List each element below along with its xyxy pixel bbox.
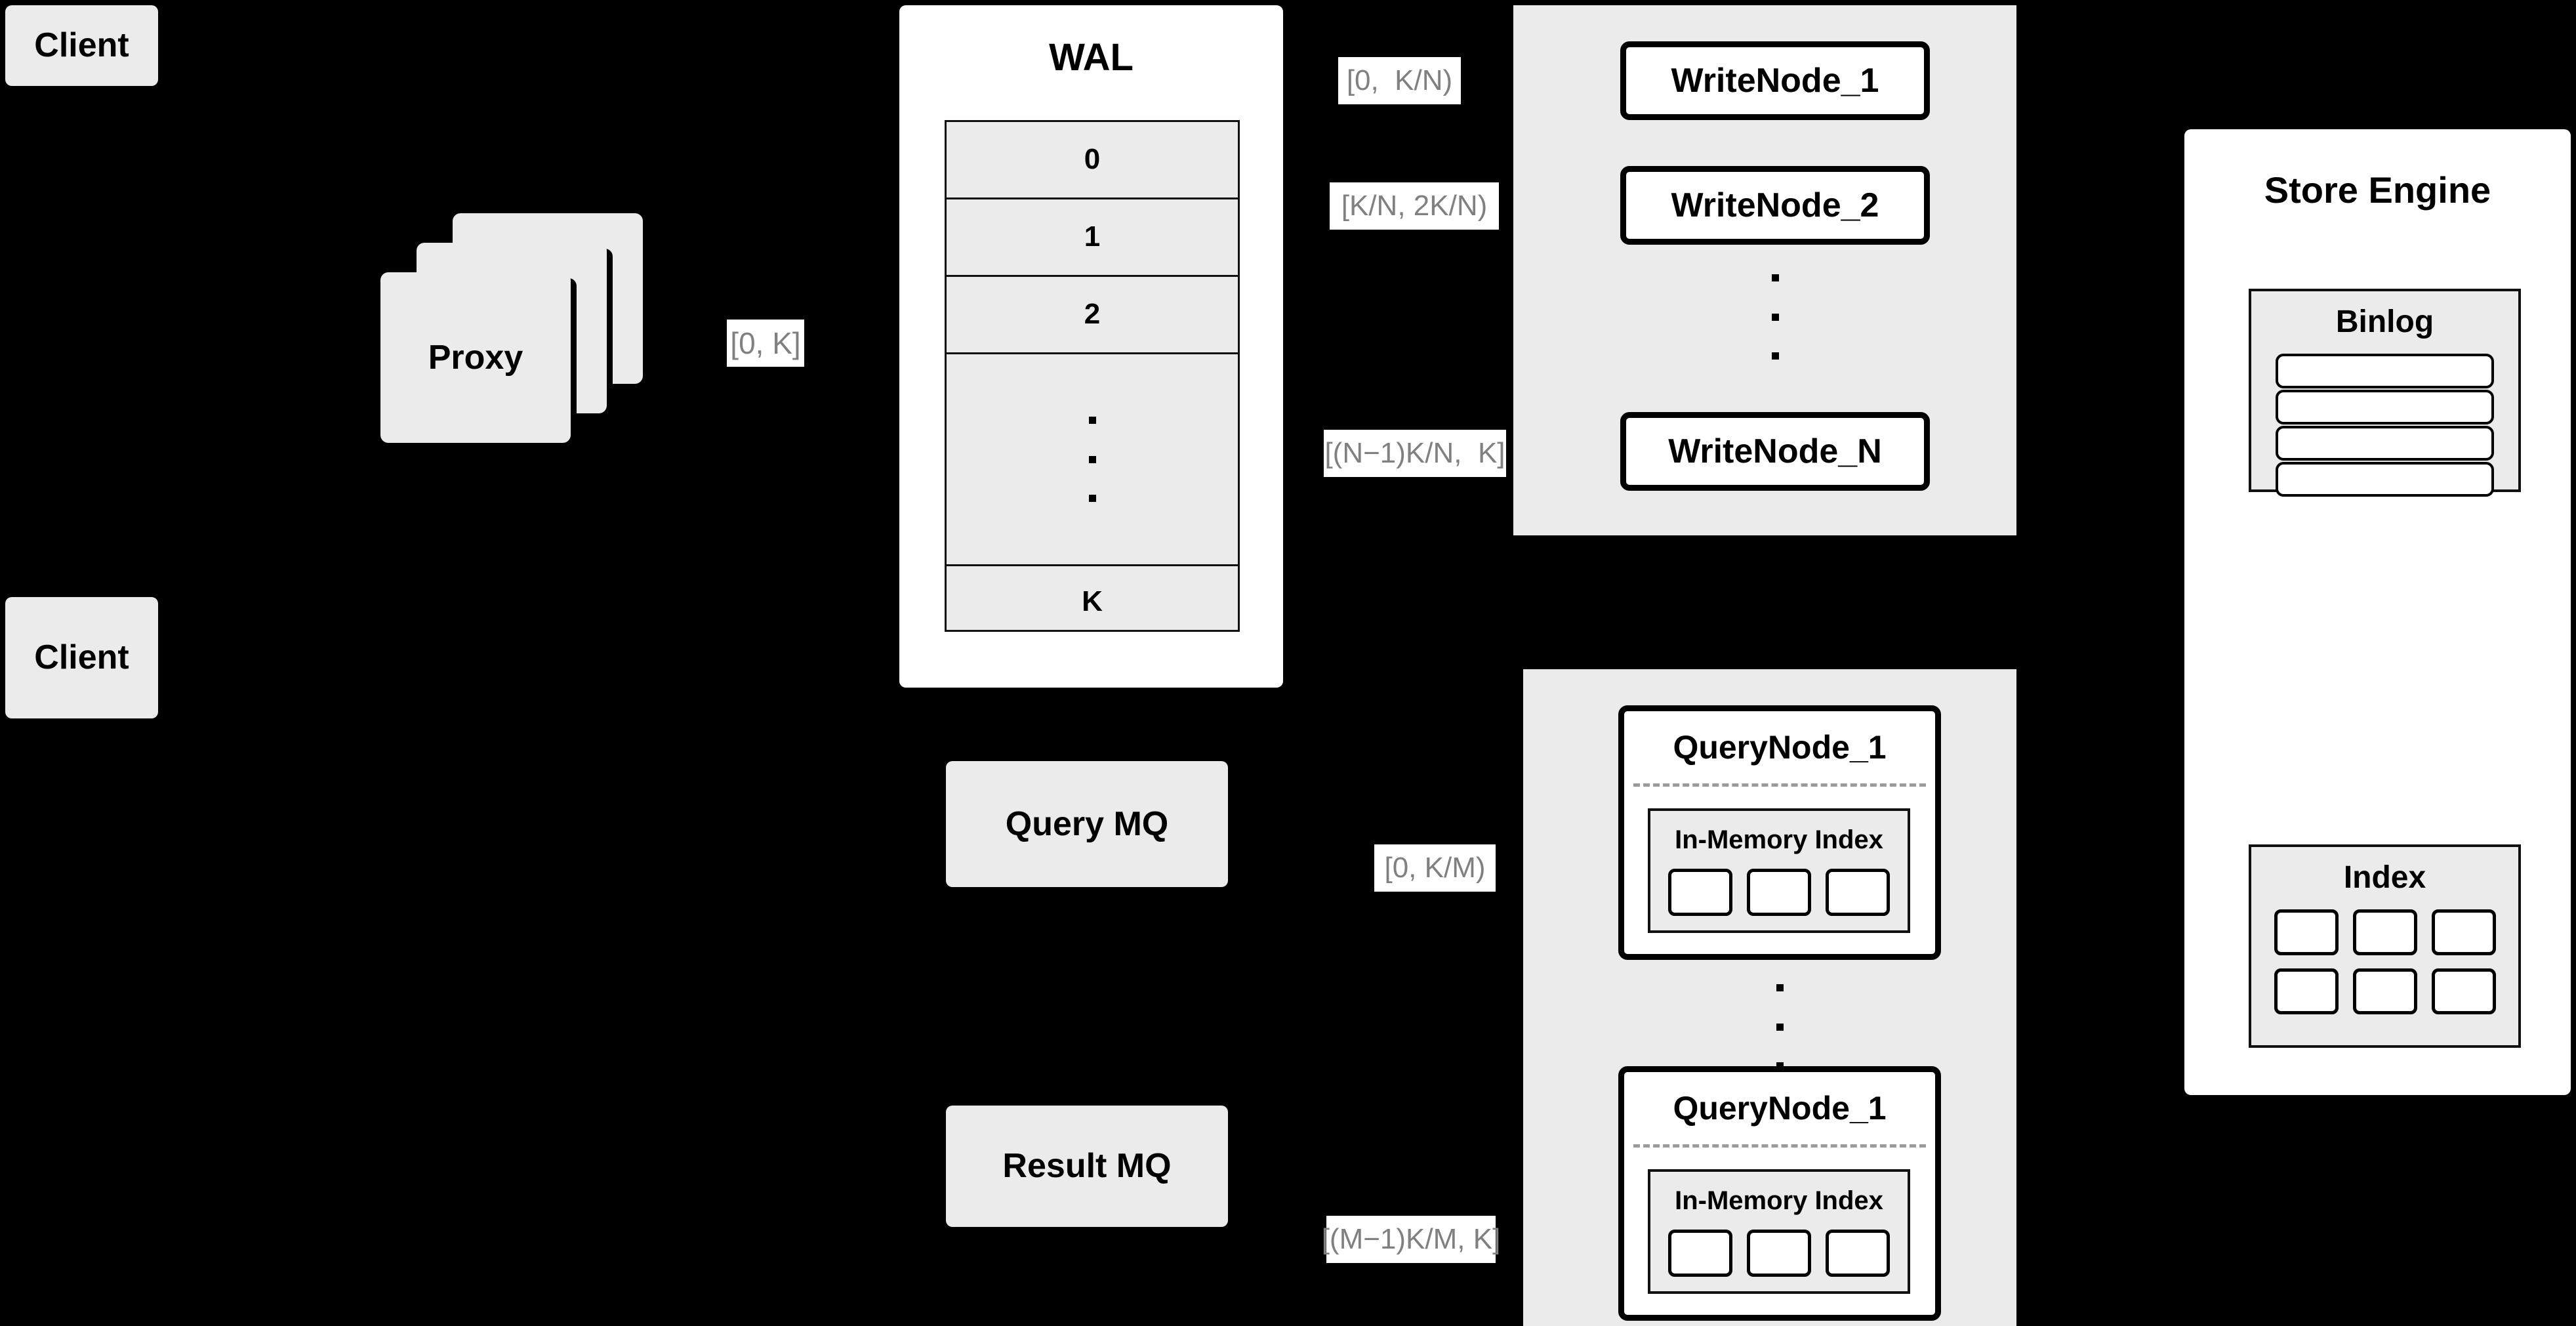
query-node-1-memory-index: In-Memory Index [1648, 808, 1910, 933]
write-node-cluster: WriteNode_1 WriteNode_2 WriteNode_N [1513, 5, 2016, 535]
write-range-label-1: [0, K/N) [1338, 57, 1461, 104]
index-cell[interactable] [2352, 968, 2417, 1014]
proxy-stack[interactable]: Proxy [380, 213, 669, 443]
write-range-label-n: [(N−1)K/N, K] [1324, 430, 1506, 477]
client-node-2[interactable]: Client [5, 597, 158, 718]
index-title-label: Index [2343, 860, 2426, 896]
binlog-row[interactable] [2276, 426, 2494, 461]
write-range-label-2: [K/N, 2K/N) [1330, 182, 1499, 230]
client-node-2-label: Client [34, 638, 129, 677]
query-range-text-m: [(M−1)K/M, K] [1321, 1223, 1501, 1255]
wal-segment-ellipsis [947, 354, 1238, 566]
client-node-1-label: Client [34, 26, 129, 65]
query-node-m-label: QueryNode_1 [1673, 1089, 1887, 1127]
query-node-1-index-cell[interactable] [1826, 869, 1890, 916]
index-cell[interactable] [2274, 909, 2339, 955]
wal-segment-0-label: 0 [1084, 143, 1101, 176]
index-cell[interactable] [2352, 909, 2417, 955]
write-range-text-2: [K/N, 2K/N) [1341, 190, 1488, 222]
wal-segment-k-label: K [1082, 585, 1103, 618]
query-node-1-index-title-label: In-Memory Index [1675, 825, 1883, 854]
query-cluster-ellipsis-dots [1775, 984, 1784, 1069]
binlog-row[interactable] [2276, 462, 2494, 497]
query-mq-label: Query MQ [1005, 804, 1169, 843]
client-node-1[interactable]: Client [5, 5, 158, 86]
wal-segment-k[interactable]: K [947, 566, 1238, 638]
binlog-row[interactable] [2276, 354, 2494, 388]
write-range-text-n: [(N−1)K/N, K] [1324, 437, 1505, 469]
write-cluster-ellipsis-dots [1770, 274, 1780, 360]
index-cell[interactable] [2431, 909, 2496, 955]
query-node-m-title: QueryNode_1 [1624, 1072, 1935, 1144]
query-node-1[interactable]: QueryNode_1 In-Memory Index [1618, 705, 1941, 960]
write-node-1[interactable]: WriteNode_1 [1620, 41, 1930, 120]
query-node-m-memory-index: In-Memory Index [1648, 1169, 1910, 1294]
wal-segment-2[interactable]: 2 [947, 277, 1238, 354]
query-node-1-index-cell[interactable] [1747, 869, 1811, 916]
query-node-1-divider [1633, 783, 1926, 787]
write-node-2-label: WriteNode_2 [1671, 186, 1879, 224]
proxy-range-text: [0, K] [730, 326, 801, 360]
query-node-1-label: QueryNode_1 [1673, 728, 1887, 766]
store-engine-title-label: Store Engine [2264, 169, 2491, 211]
index-box: Index [2249, 844, 2521, 1048]
query-node-1-title: QueryNode_1 [1624, 711, 1935, 783]
binlog-title: Binlog [2251, 291, 2518, 354]
query-node-1-index-title: In-Memory Index [1650, 811, 1908, 869]
store-engine-panel: Store Engine Binlog Index [2184, 129, 2571, 1095]
wal-segment-2-label: 2 [1084, 298, 1101, 331]
query-node-m-index-cell[interactable] [1747, 1230, 1811, 1277]
query-node-cluster: QueryNode_1 In-Memory Index QueryNode_1 [1523, 669, 2016, 1326]
query-range-text-1: [0, K/M) [1384, 852, 1486, 884]
index-cell[interactable] [2431, 968, 2496, 1014]
index-title: Index [2251, 847, 2518, 909]
wal-title-label: WAL [1049, 35, 1134, 79]
write-node-n[interactable]: WriteNode_N [1620, 412, 1930, 491]
result-mq-node[interactable]: Result MQ [946, 1106, 1228, 1227]
query-node-m-index-title-label: In-Memory Index [1675, 1186, 1883, 1215]
wal-segment-1-label: 1 [1084, 220, 1101, 253]
query-node-m[interactable]: QueryNode_1 In-Memory Index [1618, 1066, 1941, 1321]
query-node-m-index-title: In-Memory Index [1650, 1172, 1908, 1230]
proxy-label: Proxy [428, 338, 523, 377]
wal-ellipsis-dots [1088, 417, 1096, 502]
wal-segment-1[interactable]: 1 [947, 199, 1238, 277]
proxy-card-front[interactable]: Proxy [380, 272, 571, 443]
query-range-label-m: [(M−1)K/M, K] [1322, 1216, 1500, 1263]
query-mq-node[interactable]: Query MQ [946, 761, 1228, 887]
wal-panel: WAL 0 1 2 K [899, 5, 1283, 688]
index-cell[interactable] [2274, 968, 2339, 1014]
write-node-2[interactable]: WriteNode_2 [1620, 166, 1930, 245]
query-node-m-index-cell[interactable] [1826, 1230, 1890, 1277]
store-engine-title: Store Engine [2184, 167, 2571, 213]
write-node-n-label: WriteNode_N [1668, 432, 1882, 470]
wal-segment-list: 0 1 2 K [945, 120, 1240, 632]
query-range-label-1: [0, K/M) [1374, 844, 1496, 892]
query-node-m-index-cell[interactable] [1668, 1230, 1732, 1277]
wal-segment-0[interactable]: 0 [947, 122, 1238, 199]
query-node-1-index-cell[interactable] [1668, 869, 1732, 916]
wal-title: WAL [899, 35, 1283, 81]
binlog-title-label: Binlog [2335, 304, 2434, 340]
write-range-text-1: [0, K/N) [1346, 64, 1453, 96]
write-node-1-label: WriteNode_1 [1671, 61, 1879, 100]
binlog-row[interactable] [2276, 390, 2494, 425]
proxy-range-label: [0, K] [727, 320, 804, 367]
result-mq-label: Result MQ [1002, 1147, 1172, 1186]
query-node-m-divider [1633, 1144, 1926, 1148]
binlog-box: Binlog [2249, 289, 2521, 497]
